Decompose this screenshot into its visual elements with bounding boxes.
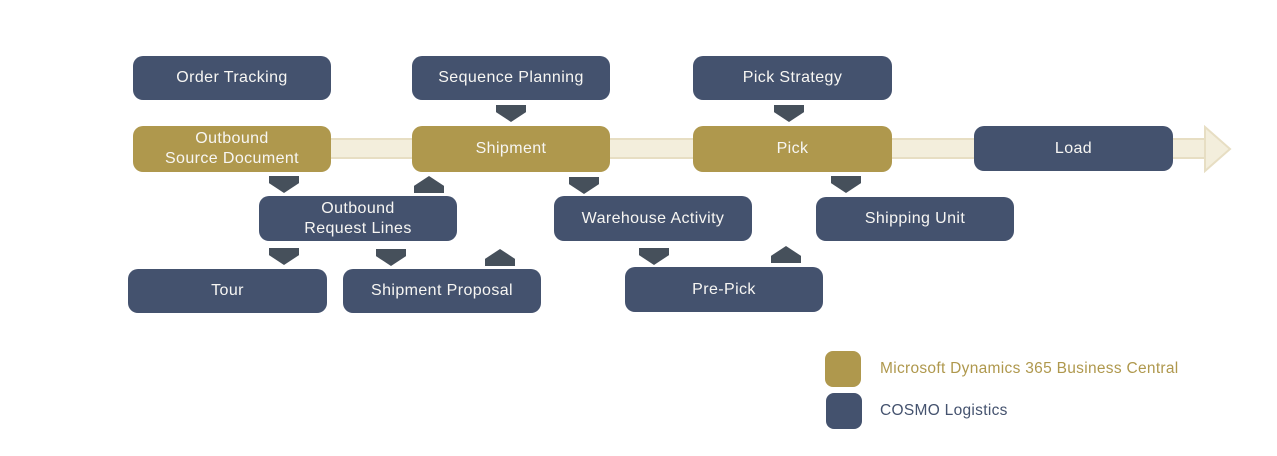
down-arrow-outbound-source-document-to-outbound-request-lines-icon [269,176,299,193]
node-outbound-request-lines: Outbound Request Lines [259,196,457,241]
legend-label-cosmo-logistics: COSMO Logistics [880,402,1008,419]
up-arrow-outbound-request-lines-to-shipment-icon [414,176,444,193]
up-arrow-shipment-proposal-to-shipment-icon [485,249,515,266]
node-shipping-unit: Shipping Unit [816,197,1014,241]
node-shipment-proposal: Shipment Proposal [343,269,541,313]
down-arrow-pick-strategy-to-pick-icon [774,105,804,122]
node-load: Load [974,126,1173,171]
down-arrow-outbound-request-lines-to-shipment-proposal-icon [376,249,406,266]
node-pick-strategy: Pick Strategy [693,56,892,100]
down-arrow-shipment-to-warehouse-activity-icon [569,177,599,194]
down-arrow-warehouse-activity-to-pre-pick-icon [639,248,669,265]
node-pre-pick: Pre-Pick [625,267,823,312]
node-outbound-source-document: Outbound Source Document [133,126,331,172]
node-shipment: Shipment [412,126,610,172]
main-flow-arrowhead-icon [1204,125,1232,173]
node-warehouse-activity: Warehouse Activity [554,196,752,241]
up-arrow-pre-pick-to-pick-icon [771,246,801,263]
legend-label-business-central: Microsoft Dynamics 365 Business Central [880,360,1179,377]
legend-swatch-business-central [825,351,861,387]
node-tour: Tour [128,269,327,313]
down-arrow-pick-to-shipping-unit-icon [831,176,861,193]
node-order-tracking: Order Tracking [133,56,331,100]
node-sequence-planning: Sequence Planning [412,56,610,100]
legend-swatch-cosmo-logistics [826,393,862,429]
down-arrow-outbound-request-lines-to-tour-icon [269,248,299,265]
node-pick: Pick [693,126,892,172]
down-arrow-sequence-planning-to-shipment-icon [496,105,526,122]
